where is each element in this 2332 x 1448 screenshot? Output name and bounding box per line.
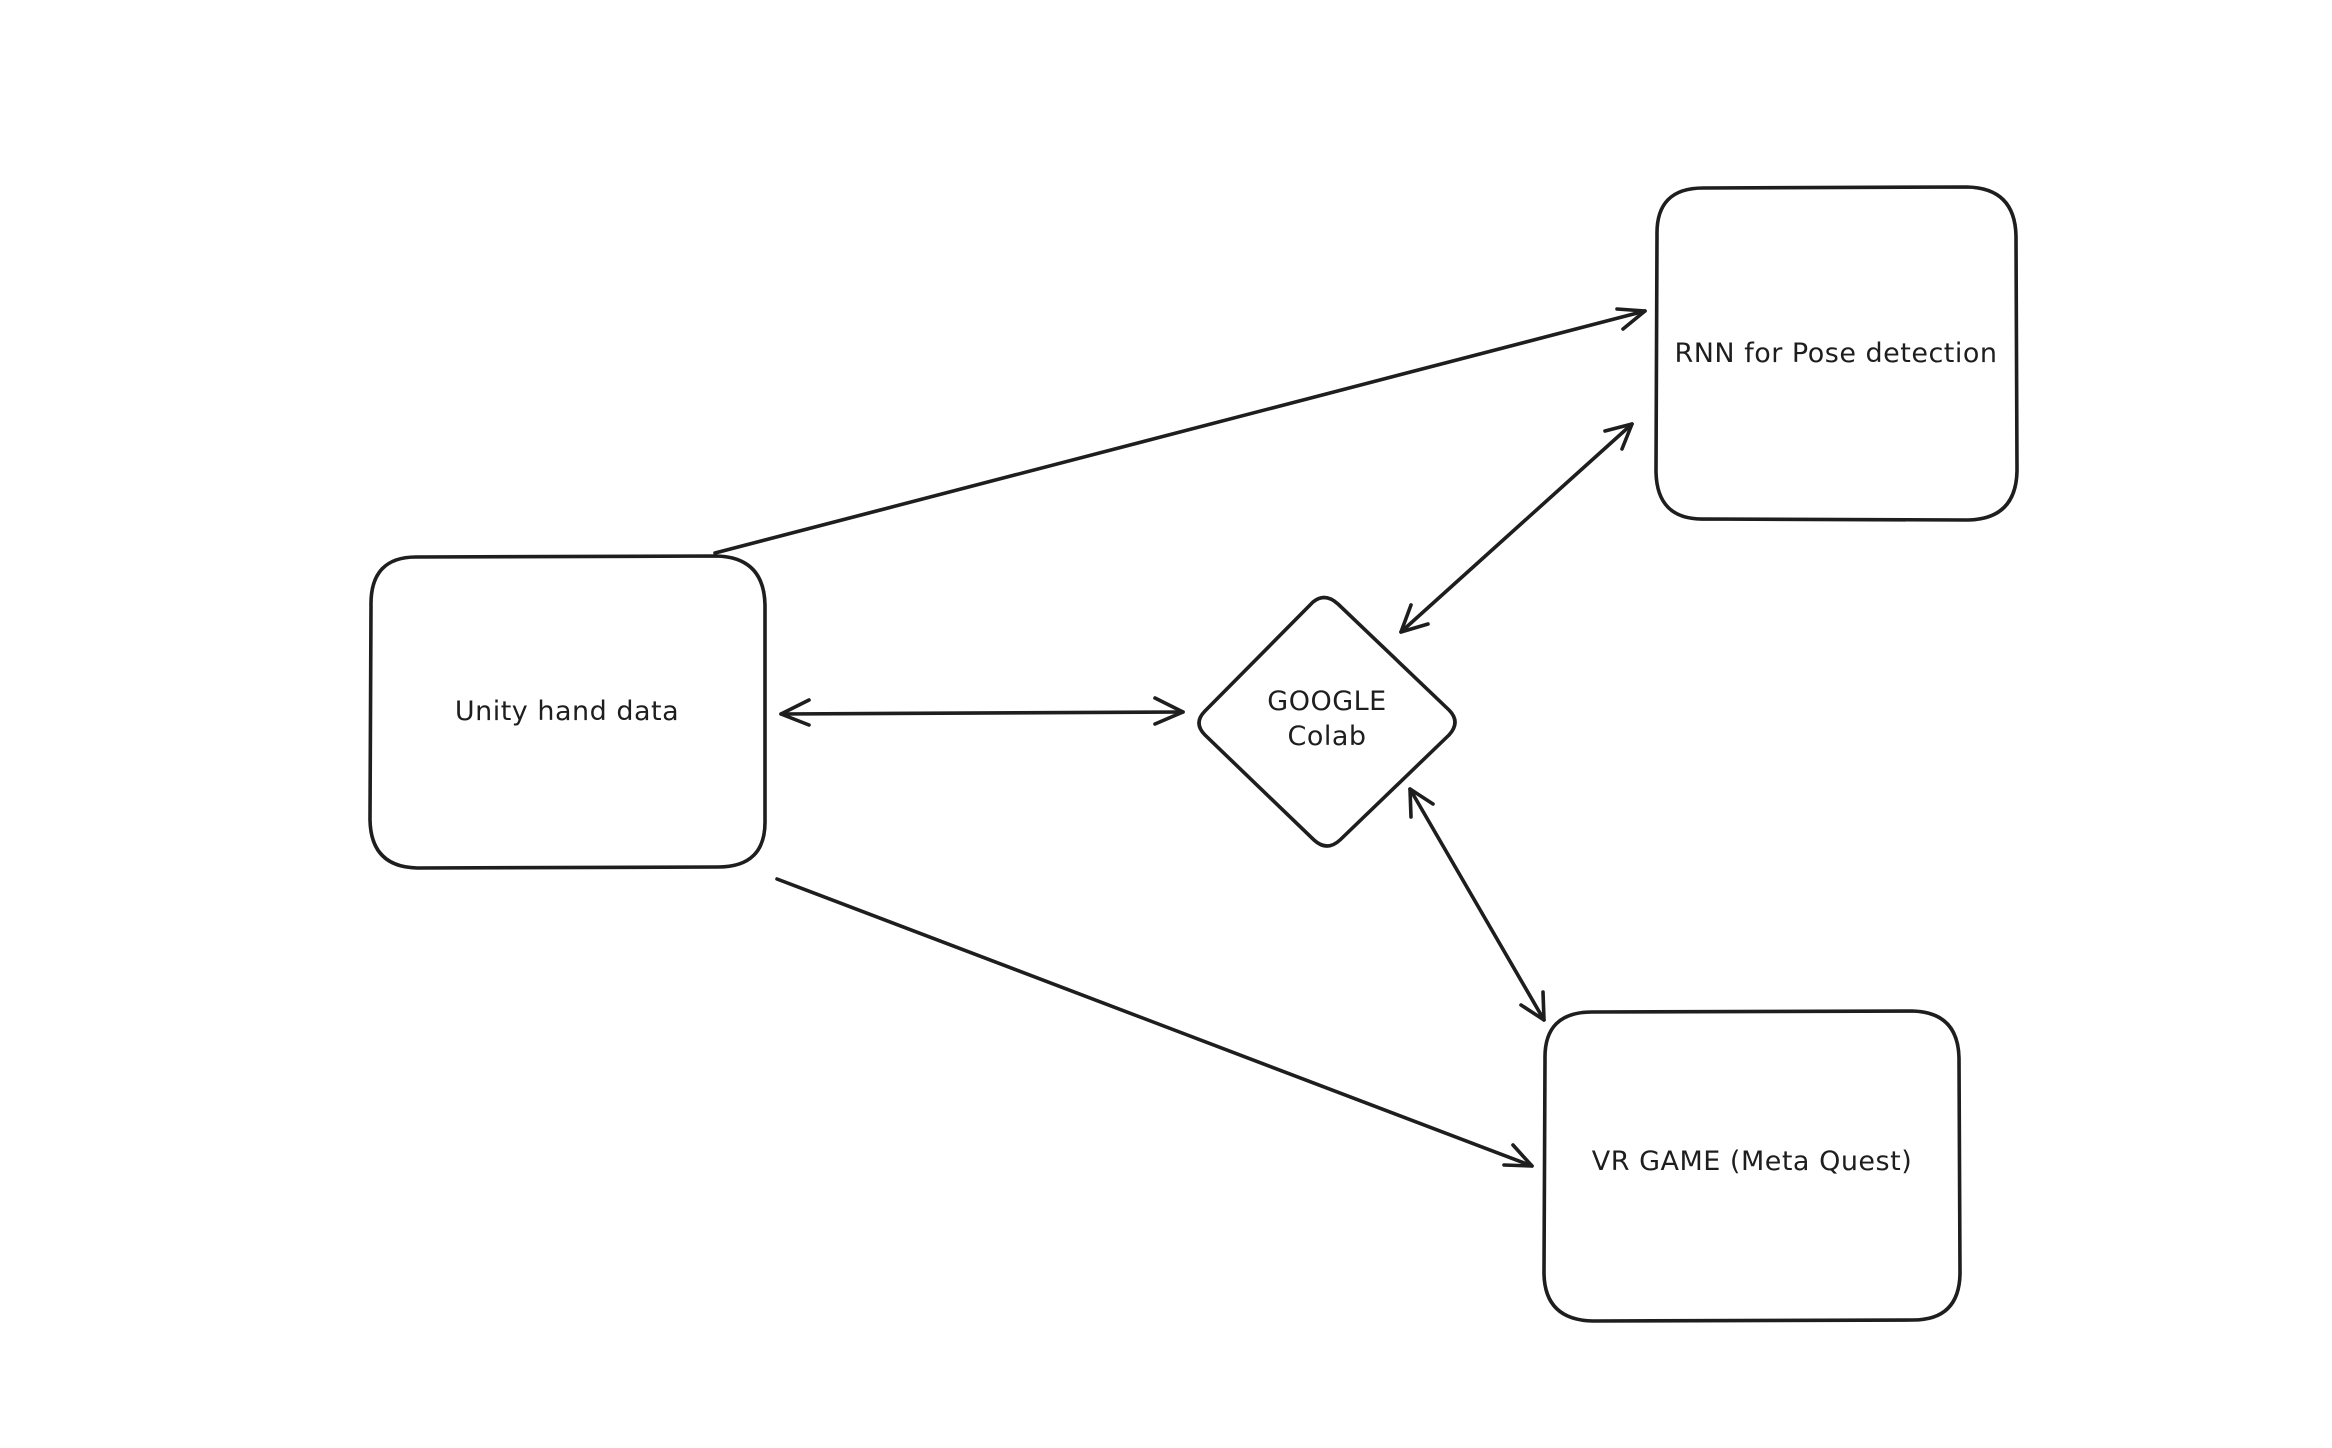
arrowhead-icon [1603,422,1634,451]
arrowhead-icon [779,698,811,727]
node-vr-game[interactable]: VR GAME (Meta Quest) [1542,1009,1962,1323]
edge-unity-colab[interactable] [779,696,1185,727]
node-rnn-shape [1654,185,2019,522]
arrowhead-icon [1153,696,1185,726]
arrowhead-icon [1502,1143,1534,1168]
edge-colab-rnn-line [1399,422,1634,634]
edge-colab-vr[interactable] [1408,787,1546,1022]
node-unity-label: Unity hand data [455,696,679,727]
node-unity-shape [368,554,767,870]
node-vr-shape [1542,1009,1962,1323]
edge-colab-rnn[interactable] [1399,422,1634,634]
edge-colab-vr-line [1408,787,1546,1022]
edge-unity-rnn[interactable] [713,307,1647,555]
edge-unity-rnn-line [713,309,1647,555]
arrowhead-icon [1408,787,1435,819]
node-google-colab[interactable]: GOOGLE Colab [1197,595,1457,848]
node-vr-label: VR GAME (Meta Quest) [1592,1146,1912,1177]
node-rnn-label: RNN for Pose detection [1674,338,1997,369]
arrowhead-icon [1519,990,1546,1022]
node-colab-label-line1: GOOGLE [1267,686,1386,717]
node-colab-label-line2: Colab [1287,721,1366,752]
arrowhead-icon [1399,603,1430,634]
node-rnn-pose-detection[interactable]: RNN for Pose detection [1654,185,2019,522]
edge-unity-colab-line [779,710,1185,716]
arrowhead-icon [1615,307,1647,331]
edge-unity-vr[interactable] [775,877,1534,1168]
node-unity-hand-data[interactable]: Unity hand data [368,554,767,870]
node-colab-shape [1197,595,1457,848]
edge-unity-vr-line [775,877,1534,1168]
